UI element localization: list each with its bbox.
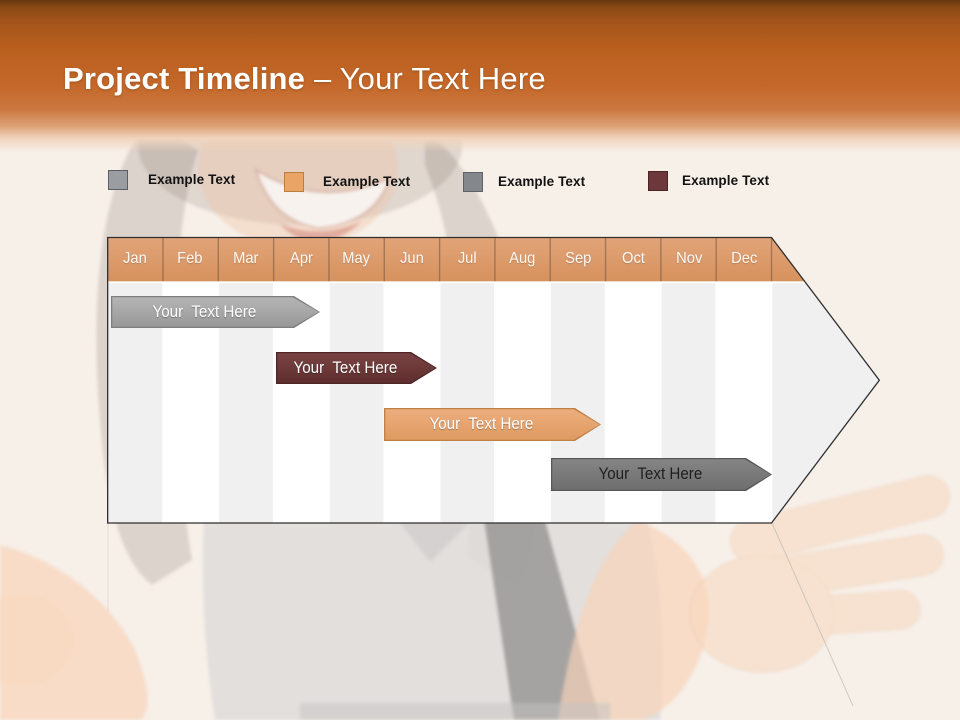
gantt-bar: Your Text Here <box>276 352 437 384</box>
month-label: Apr <box>289 250 313 267</box>
month-header-cell: Jul <box>440 237 495 281</box>
month-header-cell: Nov <box>661 237 716 281</box>
month-header-cell: Jun <box>384 237 439 281</box>
month-header-cell: May <box>329 237 384 281</box>
title-regular: – Your Text Here <box>313 61 546 96</box>
gantt-bar: Your Text Here <box>111 296 320 328</box>
gantt-bar-label: Your Text Here <box>598 465 703 483</box>
month-label: May <box>342 250 371 267</box>
right-hand <box>689 474 951 673</box>
month-header-cell: Apr <box>273 237 328 281</box>
month-label: Feb <box>177 250 203 267</box>
month-header-cell: Mar <box>218 237 273 281</box>
legend-swatch <box>648 171 668 191</box>
legend-swatch <box>463 172 483 192</box>
title-bold: Project Timeline <box>63 61 306 96</box>
legend-swatch <box>108 170 128 190</box>
month-header-cell: Sep <box>550 237 605 281</box>
month-label: Jan <box>122 250 147 267</box>
lower-lip <box>280 221 362 242</box>
month-label: Nov <box>675 250 702 267</box>
month-header-row: Jan Feb Mar Apr May Jun Jul Aug Sep Oct Nov Dec <box>107 237 880 281</box>
gantt-bar-fill <box>277 353 435 382</box>
gantt-bar: Your Text Here <box>551 458 772 491</box>
month-label: Dec <box>731 250 758 267</box>
legend-label: Example Text <box>148 172 236 187</box>
month-label: Jun <box>399 250 424 267</box>
month-header-cell: Oct <box>606 237 661 281</box>
gantt-bar-label: Your Text Here <box>293 358 398 377</box>
legend-item: Example Text <box>284 172 410 192</box>
gantt-bar-label-box: Your Text Here <box>276 352 437 384</box>
smile-teeth <box>254 167 392 230</box>
month-header-cell: Feb <box>162 237 217 281</box>
legend-label: Example Text <box>323 174 411 189</box>
month-label: Sep <box>564 250 592 267</box>
gantt-bar: Your Text Here <box>384 408 601 441</box>
gantt-bar-fill <box>552 459 770 489</box>
month-label: Mar <box>232 250 259 267</box>
legend-swatch <box>284 172 304 192</box>
arrow-shadow-diagonal <box>771 522 854 707</box>
legend-item: Example Text <box>648 171 769 191</box>
legend-label: Example Text <box>682 173 770 188</box>
skirt-shade <box>300 703 610 720</box>
month-label: Aug <box>509 250 536 267</box>
legend-label: Example Text <box>498 174 586 189</box>
gantt-bar-label: Your Text Here <box>152 302 257 321</box>
title-band <box>0 0 960 152</box>
month-header-cell: Dec <box>717 237 772 281</box>
slide-title: Project Timeline – Your Text Here <box>63 60 546 98</box>
month-header-cell: Aug <box>495 237 550 281</box>
right-arm <box>558 520 710 720</box>
gantt-bar-label-box: Your Text Here <box>551 458 772 491</box>
gantt-bar-label-box: Your Text Here <box>111 296 320 328</box>
month-label: Jul <box>457 250 477 267</box>
month-label: Oct <box>621 250 645 267</box>
legend-item: Example Text <box>463 172 585 192</box>
legend-item: Example Text <box>108 170 235 190</box>
gantt-bar-label: Your Text Here <box>429 415 534 433</box>
timeline-arrow-table <box>106 236 882 525</box>
gantt-bar-fill <box>385 409 599 439</box>
left-hand <box>0 594 74 686</box>
timeline-arrow-svg <box>107 236 881 524</box>
month-header-cell: Jan <box>107 237 162 281</box>
gantt-bar-fill <box>112 297 318 326</box>
gantt-bar-label-box: Your Text Here <box>384 408 601 441</box>
